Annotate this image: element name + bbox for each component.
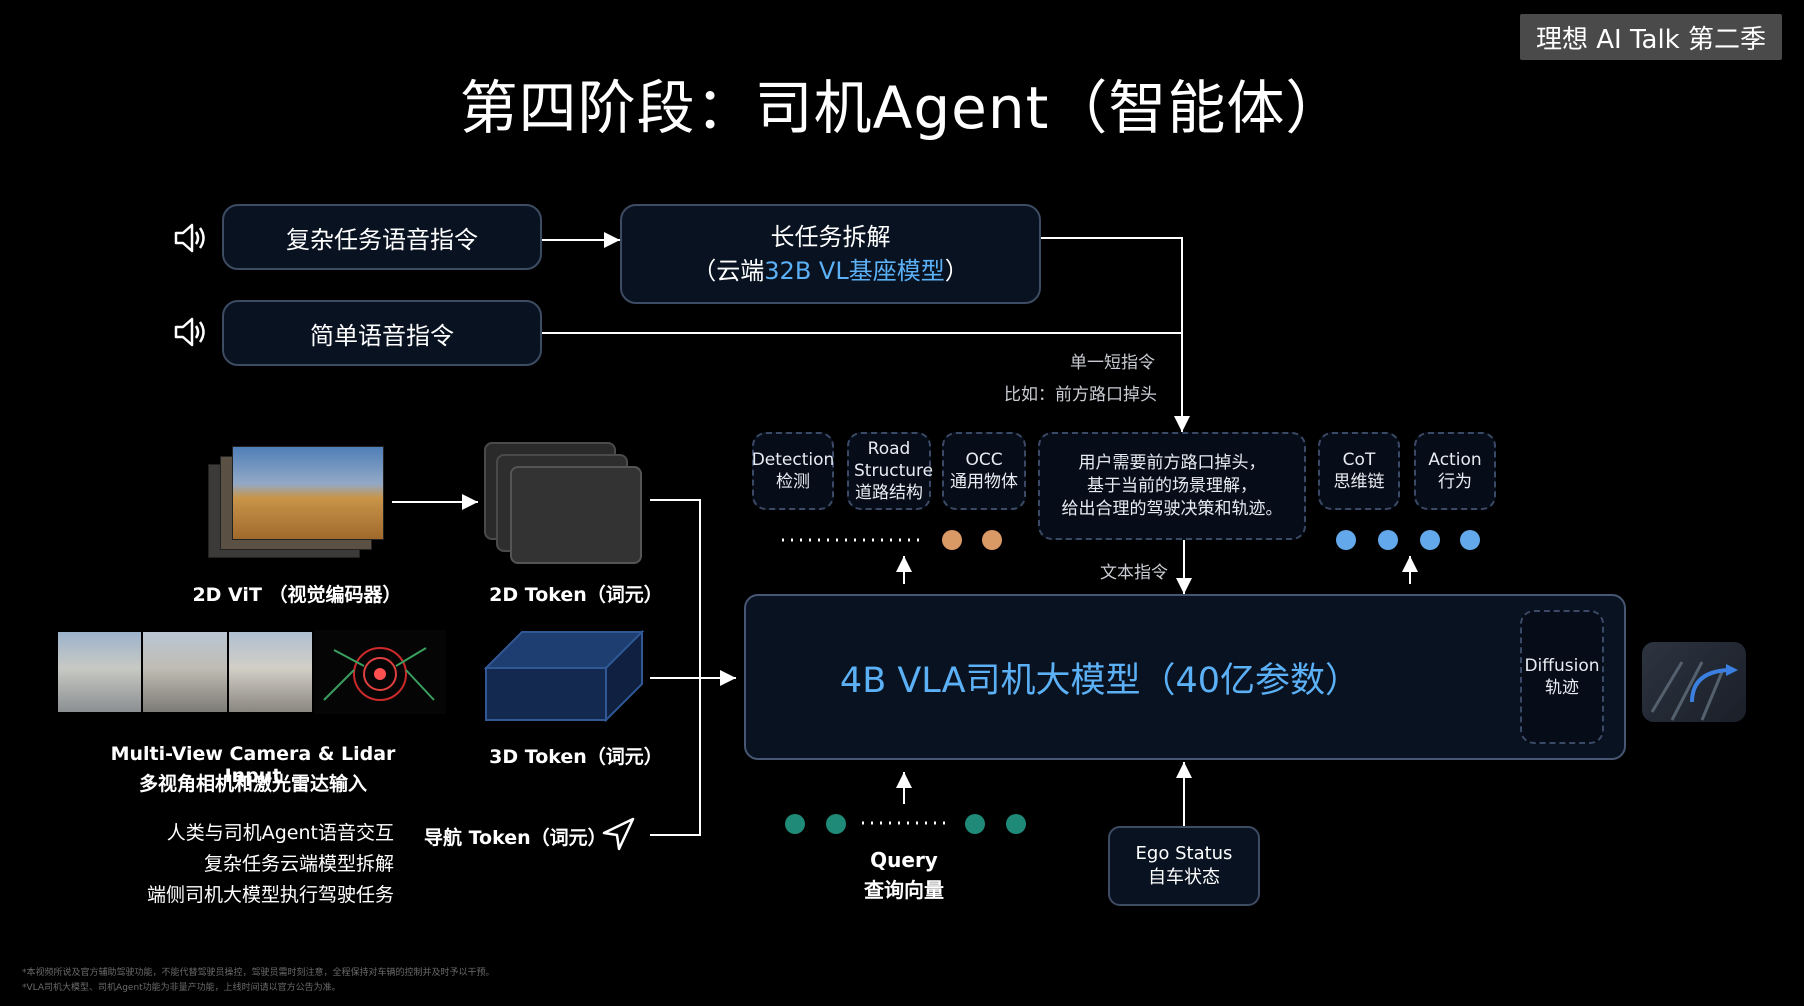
2d-token-label: 2D Token（词元） [489,584,663,606]
cloud-model-name: 32B VL基座模型 [764,257,945,285]
query-dot [1006,814,1026,834]
season-badge: 理想 AI Talk 第二季 [1520,14,1782,60]
output-cn: 道路结构 [855,483,923,503]
output-dot [1336,530,1356,550]
output-dot [982,530,1002,550]
multi-view-camera-strip [58,632,312,712]
query-label-en: Query [870,848,938,872]
footnote: *VLA司机大模型、司机Agent功能为非量产功能，上线时间请以官方公告为准。 [22,983,341,993]
output-en: Road Structure [854,439,934,481]
short-command-label: 单一短指令 [1070,353,1155,373]
simple-voice-command-label: 简单语音指令 [310,321,454,350]
output-dot [1420,530,1440,550]
summary-item: 复杂任务云端模型拆解 [203,853,394,875]
lidar-pointcloud-image [314,630,446,714]
line-longtask-to-main [1041,237,1190,432]
summary-item: 端侧司机大模型执行驾驶任务 [146,884,394,906]
output-en: Action [1428,450,1482,470]
line-2dtoken-bracket [650,499,701,836]
nav-token-label: 导航 Token（词元） [424,827,607,849]
summary-item: 人类与司机Agent语音交互 [166,822,394,844]
road-structure-output-box: Road Structure 道路结构 [847,432,934,510]
user-need-line: 给出合理的驾驶决策和轨迹。 [1061,498,1283,519]
cot-output-box: CoT 思维链 [1318,432,1400,510]
short-command-example: 比如：前方路口掉头 [1004,385,1157,405]
2d-token-stack [484,442,644,564]
ego-status-cn: 自车状态 [1148,867,1220,888]
long-task-subtitle: （云端32B VL基座模型） [692,257,969,285]
ego-status-en: Ego Status [1135,843,1233,864]
output-en: Detection [751,450,835,470]
3d-token-label: 3D Token（词元） [489,746,663,768]
output-cn: 检测 [776,472,810,492]
camera-image [232,446,384,540]
output-dot [1378,530,1398,550]
diffusion-cn: 轨迹 [1545,678,1579,698]
output-en: CoT [1342,450,1376,470]
navigation-arrow-icon [600,816,636,852]
speaker-icon [172,314,208,350]
output-cn: 通用物体 [950,472,1018,492]
user-need-line: 用户需要前方路口掉头， [1078,452,1266,473]
ego-status-box: Ego Status 自车状态 [1108,826,1260,906]
long-task-title: 长任务拆解 [770,223,891,251]
output-cn: 思维链 [1333,472,1385,492]
output-dot [942,530,962,550]
vla-model-box: 4B VLA司机大模型（40亿参数） [744,594,1626,760]
long-task-box: 长任务拆解 （云端32B VL基座模型） [620,204,1041,304]
query-dot [785,814,805,834]
vla-model-title: 4B VLA司机大模型（40亿参数） [839,660,1361,701]
camera-label-en: Multi-View Camera & Lidar Input [110,743,396,787]
occ-output-box: OCC 通用物体 [942,432,1026,510]
simple-voice-command-box: 简单语音指令 [222,300,542,366]
page-title: 第四阶段：司机Agent（智能体） [459,74,1345,142]
camera-image-stack [208,446,384,558]
detection-output-box: Detection 检测 [752,432,834,510]
camera-label-cn: 多视角相机和激光雷达输入 [138,773,367,795]
speaker-icon [172,220,208,256]
complex-voice-command-label: 复杂任务语音指令 [286,225,478,254]
vit-label: 2D ViT （视觉编码器） [192,584,402,606]
query-dot [826,814,846,834]
output-dot [1460,530,1480,550]
footnotes: *本视频所说及官方辅助驾驶功能，不能代替驾驶员操控，驾驶员需时刻注意，全程保持对… [22,966,495,996]
output-cn: 行为 [1438,472,1472,492]
3d-token-block [483,629,645,723]
action-output-box: Action 行为 [1414,432,1496,510]
footnote: *本视频所说及官方辅助驾驶功能，不能代替驾驶员操控，驾驶员需时刻注意，全程保持对… [22,968,495,978]
user-need-line: 基于当前的场景理解， [1087,475,1257,496]
complex-voice-command-box: 复杂任务语音指令 [222,204,542,270]
query-dot [965,814,985,834]
diffusion-en: Diffusion [1524,656,1600,676]
text-command-label: 文本指令 [1100,563,1168,583]
user-need-box: 用户需要前方路口掉头， 基于当前的场景理解， 给出合理的驾驶决策和轨迹。 [1038,432,1306,540]
vla-model-name: 4B VLA司机大模型 [839,660,1141,701]
query-label-cn: 查询向量 [864,878,944,902]
output-en: OCC [965,450,1003,470]
trajectory-thumbnail [1642,642,1746,722]
summary-list: 人类与司机Agent语音交互 复杂任务云端模型拆解 端侧司机大模型执行驾驶任务 [120,818,394,911]
diffusion-box: Diffusion 轨迹 [1520,610,1604,744]
